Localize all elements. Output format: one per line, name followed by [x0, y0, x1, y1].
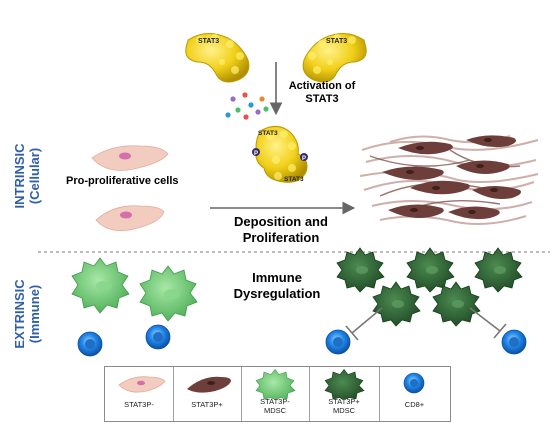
mdsc-dark-5 [432, 281, 481, 327]
stat3-dimer-activated [255, 126, 308, 183]
inhibition-line-right [469, 307, 507, 339]
mdsc-dark-3 [474, 247, 523, 293]
intrinsic-subtitle: (Cellular) [27, 147, 42, 205]
mdsc-light-2 [139, 265, 198, 322]
cd8-cell-icon [403, 372, 425, 394]
legend-item-mdsc-neg: STAT3P- MDSC [241, 367, 310, 421]
intrinsic-title: INTRINSIC [12, 143, 27, 209]
legend-label-stat3p-neg: STAT3P- [124, 400, 154, 409]
legend: STAT3P- STAT3P+ STAT3P- MDSC STAT3P+ MDS… [104, 366, 451, 422]
fibrotic-tissue [359, 135, 539, 225]
legend-item-cd8: CD8+ [379, 367, 450, 421]
stat3-dimer-label-bottom: STAT3 [284, 176, 304, 183]
extrinsic-side-label: EXTRINSIC (Immune) [12, 264, 44, 364]
legend-label-mdsc-pos-line1: STAT3P+ [328, 397, 360, 406]
extrinsic-title: EXTRINSIC [12, 279, 27, 349]
mdsc-dark-1 [336, 247, 385, 293]
cd8-cell-3 [325, 329, 351, 355]
cd8-cell-1 [77, 331, 103, 357]
extrinsic-subtitle: (Immune) [27, 284, 42, 344]
legend-item-stat3p-pos: STAT3P+ [173, 367, 242, 421]
deposition-label-line1: Deposition and [234, 214, 328, 229]
deposition-label: Deposition and Proliferation [210, 214, 352, 246]
immune-label-line1: Immune [252, 270, 302, 285]
svg-text:P: P [254, 151, 258, 157]
fibroblast-pale-top [91, 145, 169, 171]
cytokine-dots [225, 92, 269, 120]
legend-label-cd8: CD8+ [404, 400, 425, 409]
activation-label: Activation of STAT3 [284, 80, 360, 106]
phospho-marker-right: P [300, 153, 308, 162]
legend-item-stat3p-neg: STAT3P- [105, 367, 174, 421]
stat3-monomer-right [302, 33, 367, 83]
immune-label-line2: Dysregulation [233, 286, 321, 301]
mdsc-dark-2 [406, 247, 455, 293]
legend-label-mdsc-pos: STAT3P+ MDSC [309, 397, 379, 415]
cd8-cell-2 [145, 324, 171, 350]
fibroblast-dark-icon [187, 376, 231, 393]
inhibition-line-left [345, 307, 383, 341]
mdsc-light-icon [255, 368, 296, 403]
fibroblast-pale-bottom [95, 205, 165, 232]
stat3-label-left: STAT3 [198, 38, 219, 45]
mdsc-light-1 [71, 257, 130, 314]
fibroblast-pale-icon [118, 376, 166, 393]
immune-dysregulation-label: Immune Dysregulation [222, 270, 332, 302]
activation-label-line1: Activation of [288, 80, 356, 92]
stat3-label-right: STAT3 [326, 38, 347, 45]
legend-item-mdsc-pos: STAT3P+ MDSC [309, 367, 380, 421]
intrinsic-side-label: INTRINSIC (Cellular) [12, 126, 44, 226]
pro-proliferative-label: Pro-proliferative cells [66, 175, 179, 187]
deposition-label-line2: Proliferation [242, 230, 320, 245]
legend-label-mdsc-neg-line1: STAT3P- [260, 397, 290, 406]
mdsc-dark-icon [324, 368, 365, 403]
legend-label-mdsc-neg: STAT3P- MDSC [241, 397, 309, 415]
stat3-dimer-label-top: STAT3 [258, 130, 278, 137]
cd8-cell-4 [501, 329, 527, 355]
mdsc-dark-4 [372, 281, 421, 327]
legend-label-mdsc-pos-line2: MDSC [332, 406, 356, 415]
legend-label-stat3p-pos: STAT3P+ [191, 400, 223, 409]
svg-text:P: P [302, 156, 306, 162]
phospho-marker-left: P [252, 148, 260, 157]
legend-label-mdsc-neg-line2: MDSC [263, 406, 287, 415]
activation-label-line2: STAT3 [305, 93, 339, 105]
stat3-monomer-left [185, 33, 250, 83]
